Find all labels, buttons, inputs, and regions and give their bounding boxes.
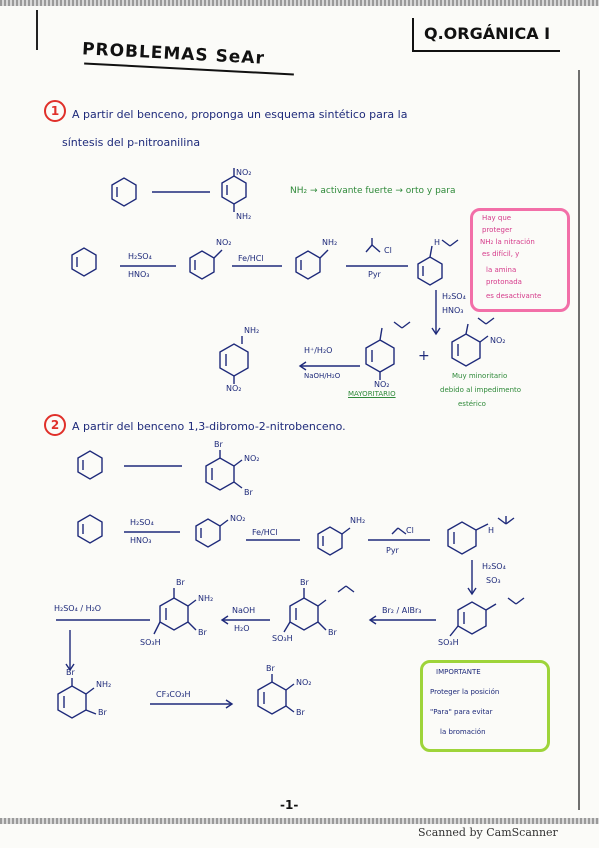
course-box (412, 18, 560, 52)
p2-so3h-a: SO₃H (438, 638, 459, 647)
p2-p1-sub: NO₂ (230, 514, 246, 523)
p2-reagent7: H₂SO₄ / H₂O (54, 604, 102, 613)
p1-acyl-label: Cl (384, 246, 392, 255)
p1-minor-note-line2: debido al impedimento (440, 386, 522, 394)
p1-mayoritario: MAYORITARIO (348, 390, 396, 398)
problem-1-number: 1 (44, 100, 66, 122)
pink-note-line6: protonada (486, 278, 522, 286)
p2-br-c: Br (176, 578, 185, 587)
course-label: Q.ORGÁNICA I (424, 24, 551, 43)
page-number: -1- (280, 798, 299, 812)
p1-product1-sub: NO₂ (216, 238, 232, 247)
problem-1-statement-line2: síntesis del p-nitroanilina (62, 136, 201, 149)
p1-para-sub: NO₂ (374, 380, 390, 389)
p2-p2-sub: NH₂ (350, 516, 366, 525)
pink-note-line1: Hay que (482, 214, 512, 222)
green-note-line2: Proteger la posición (430, 688, 500, 696)
p1-reagent1-top: H₂SO₄ (128, 252, 152, 261)
p2-pyr: Pyr (386, 546, 399, 555)
p1-reagent4-top: H₂SO₄ (442, 292, 466, 301)
p2-br-a: Br (300, 578, 309, 587)
p2-so3h-b: SO₃H (272, 634, 293, 643)
p2-br-d: Br (198, 628, 207, 637)
p1-reagent4-bottom: HNO₃ (442, 306, 464, 315)
pink-note-line4: es difícil, y (482, 250, 520, 258)
green-note-line4: la bromación (440, 728, 486, 736)
scanner-footer: Scanned by CamScanner (418, 826, 558, 839)
p1-reagent2-top: Fe/HCl (238, 254, 264, 263)
p1-plus: + (418, 348, 430, 364)
p1-amide-label: H (434, 238, 441, 247)
p2-br-b: Br (328, 628, 337, 637)
right-margin-line (578, 70, 580, 810)
p2-reagent8: CF₃CO₃H (156, 690, 191, 699)
problem-1-statement-line1: A partir del benceno, proponga un esquem… (72, 108, 408, 121)
p2-final-no2: NO₂ (296, 678, 312, 687)
p2-reagent4-top: H₂SO₄ (482, 562, 506, 571)
p1-hydrolysis-top: H⁺/H₂O (304, 346, 333, 355)
p2-reagent4-bottom: SO₃ (486, 576, 501, 585)
p2-br-g: Br (266, 664, 275, 673)
p2-nh2-a: NH₂ (198, 594, 214, 603)
pink-note-line3: NH₂ la nitración (480, 238, 535, 246)
p2-target-br2: Br (244, 488, 253, 497)
p2-target-br1: Br (214, 440, 223, 449)
p1-green-note: NH₂ → activante fuerte → orto y para (290, 186, 456, 196)
p2-reagent1-bottom: HNO₃ (130, 536, 152, 545)
p1-reagent1-bottom: HNO₃ (128, 270, 150, 279)
p2-reagent6-top: NaOH (232, 606, 256, 615)
p2-nh2-b: NH₂ (96, 680, 112, 689)
p1-target-sub1: NO₂ (236, 168, 252, 177)
p2-acyl: Cl (406, 526, 414, 535)
pink-note-line2: proteger (482, 226, 513, 234)
p2-reagent6-bottom: H₂O (234, 624, 250, 633)
p2-so3h-c: SO₃H (140, 638, 161, 647)
p2-reagent2: Fe/HCl (252, 528, 278, 537)
p2-amide-h: H (488, 526, 495, 535)
p1-final-sub1: NH₂ (244, 326, 260, 335)
p1-minor-note-line3: estérico (458, 400, 486, 408)
p2-reagent1-top: H₂SO₄ (130, 518, 154, 527)
p1-ortho-sub: NO₂ (490, 336, 506, 345)
problem-2-number: 2 (44, 414, 66, 436)
scan-bottom-edge (0, 818, 599, 824)
p2-reagent5: Br₂ / AlBr₃ (382, 606, 422, 615)
p1-minor-note-line1: Muy minoritario (452, 372, 508, 380)
green-note-line3: "Para" para evitar (430, 708, 493, 716)
p2-target-no2: NO₂ (244, 454, 260, 463)
green-note-line1: IMPORTANTE (436, 668, 481, 676)
pink-note-box (470, 208, 570, 312)
scan-top-edge (0, 0, 599, 6)
pink-note-line5: la amina (486, 266, 517, 274)
p2-br-f: Br (98, 708, 107, 717)
p1-hydrolysis-bottom: NaOH/H₂O (304, 372, 341, 380)
p1-target-sub2: NH₂ (236, 212, 252, 221)
margin-mark (36, 10, 38, 50)
pink-note-line7: es desactivante (486, 292, 542, 300)
p1-final-sub2: NO₂ (226, 384, 242, 393)
p2-br-e: Br (66, 668, 75, 677)
p2-br-h: Br (296, 708, 305, 717)
problem-2-statement: A partir del benceno 1,3-dibromo-2-nitro… (72, 420, 346, 433)
green-note-box (420, 660, 550, 752)
p1-reagent3-bottom: Pyr (368, 270, 381, 279)
p1-product2-sub: NH₂ (322, 238, 338, 247)
